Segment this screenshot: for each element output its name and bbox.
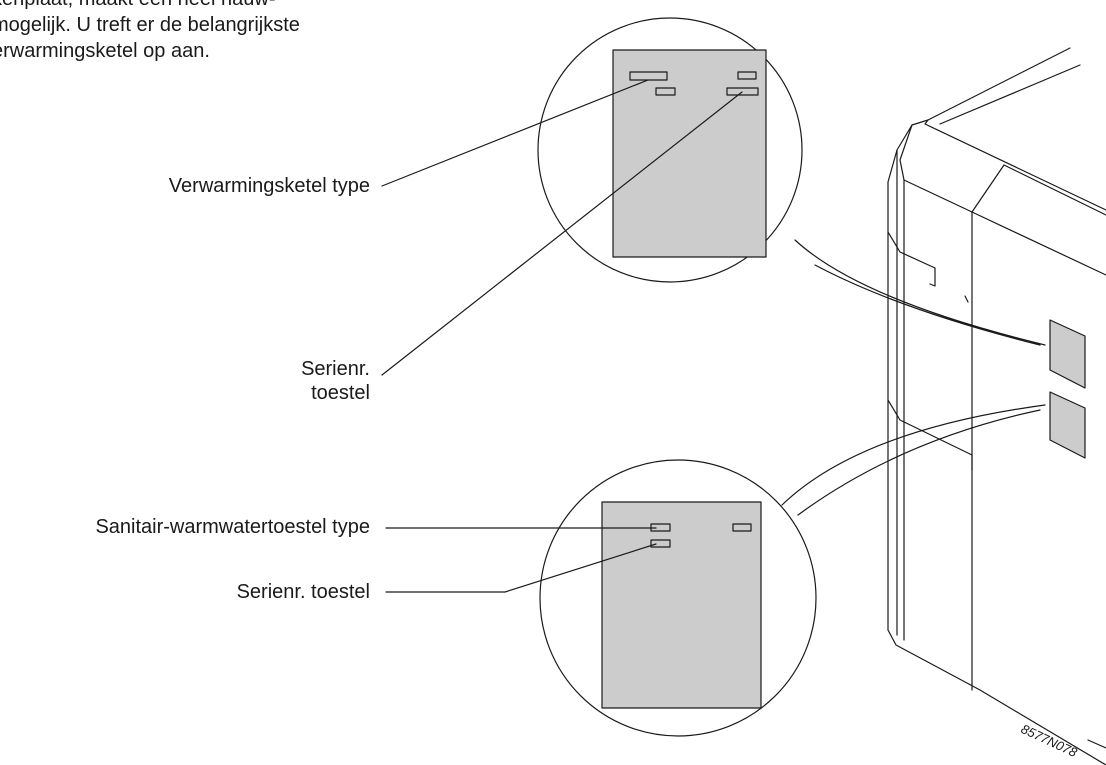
zoom-circle-dhw-plate (539, 459, 817, 737)
intro-line-1: kenplaat, maakt een heel nauw- (0, 0, 412, 12)
callout-boiler-type: Verwarmingsketel type (168, 175, 370, 197)
figure-reference-code: 8577N078 (1019, 721, 1080, 760)
leader-boiler-type (381, 79, 649, 187)
zoom-circle-boiler-plate (537, 17, 803, 283)
callout-dhw-heater-type: Sanitair-warmwatertoestel type (95, 516, 370, 538)
plate-field-dhw-right (732, 523, 752, 532)
boiler-cabinet (887, 47, 1106, 765)
callout-serial-number-bottom: Serienr. toestel (236, 581, 370, 603)
zoom-plate-bottom (601, 501, 762, 709)
plate-field-serial-top (726, 87, 759, 96)
callout-serial-top-line2: toestel (311, 382, 370, 404)
plate-field-dhw-serial (650, 539, 671, 548)
leader-serial-bottom (385, 543, 657, 593)
plate-field-small-b (737, 71, 757, 80)
intro-line-2: mogelijk. U treft er de belangrijkste (0, 14, 300, 36)
leader-serial-top (381, 91, 743, 376)
zoom-connector-bottom (781, 404, 1046, 516)
intro-text: kenplaat, maakt een heel nauw- mogelijk.… (0, 0, 412, 64)
cabinet-nameplate-top (1049, 319, 1086, 389)
plate-field-small-a (655, 87, 676, 96)
callout-serial-top-line1: Serienr. (301, 358, 370, 380)
callout-serial-number-top: Serienr. toestel (301, 357, 370, 405)
zoom-plate-top (612, 49, 767, 258)
intro-line-3: erwarmingsketel op aan. (0, 40, 210, 62)
zoom-connector-top (794, 239, 1046, 346)
cabinet-nameplate-bottom (1049, 391, 1086, 459)
